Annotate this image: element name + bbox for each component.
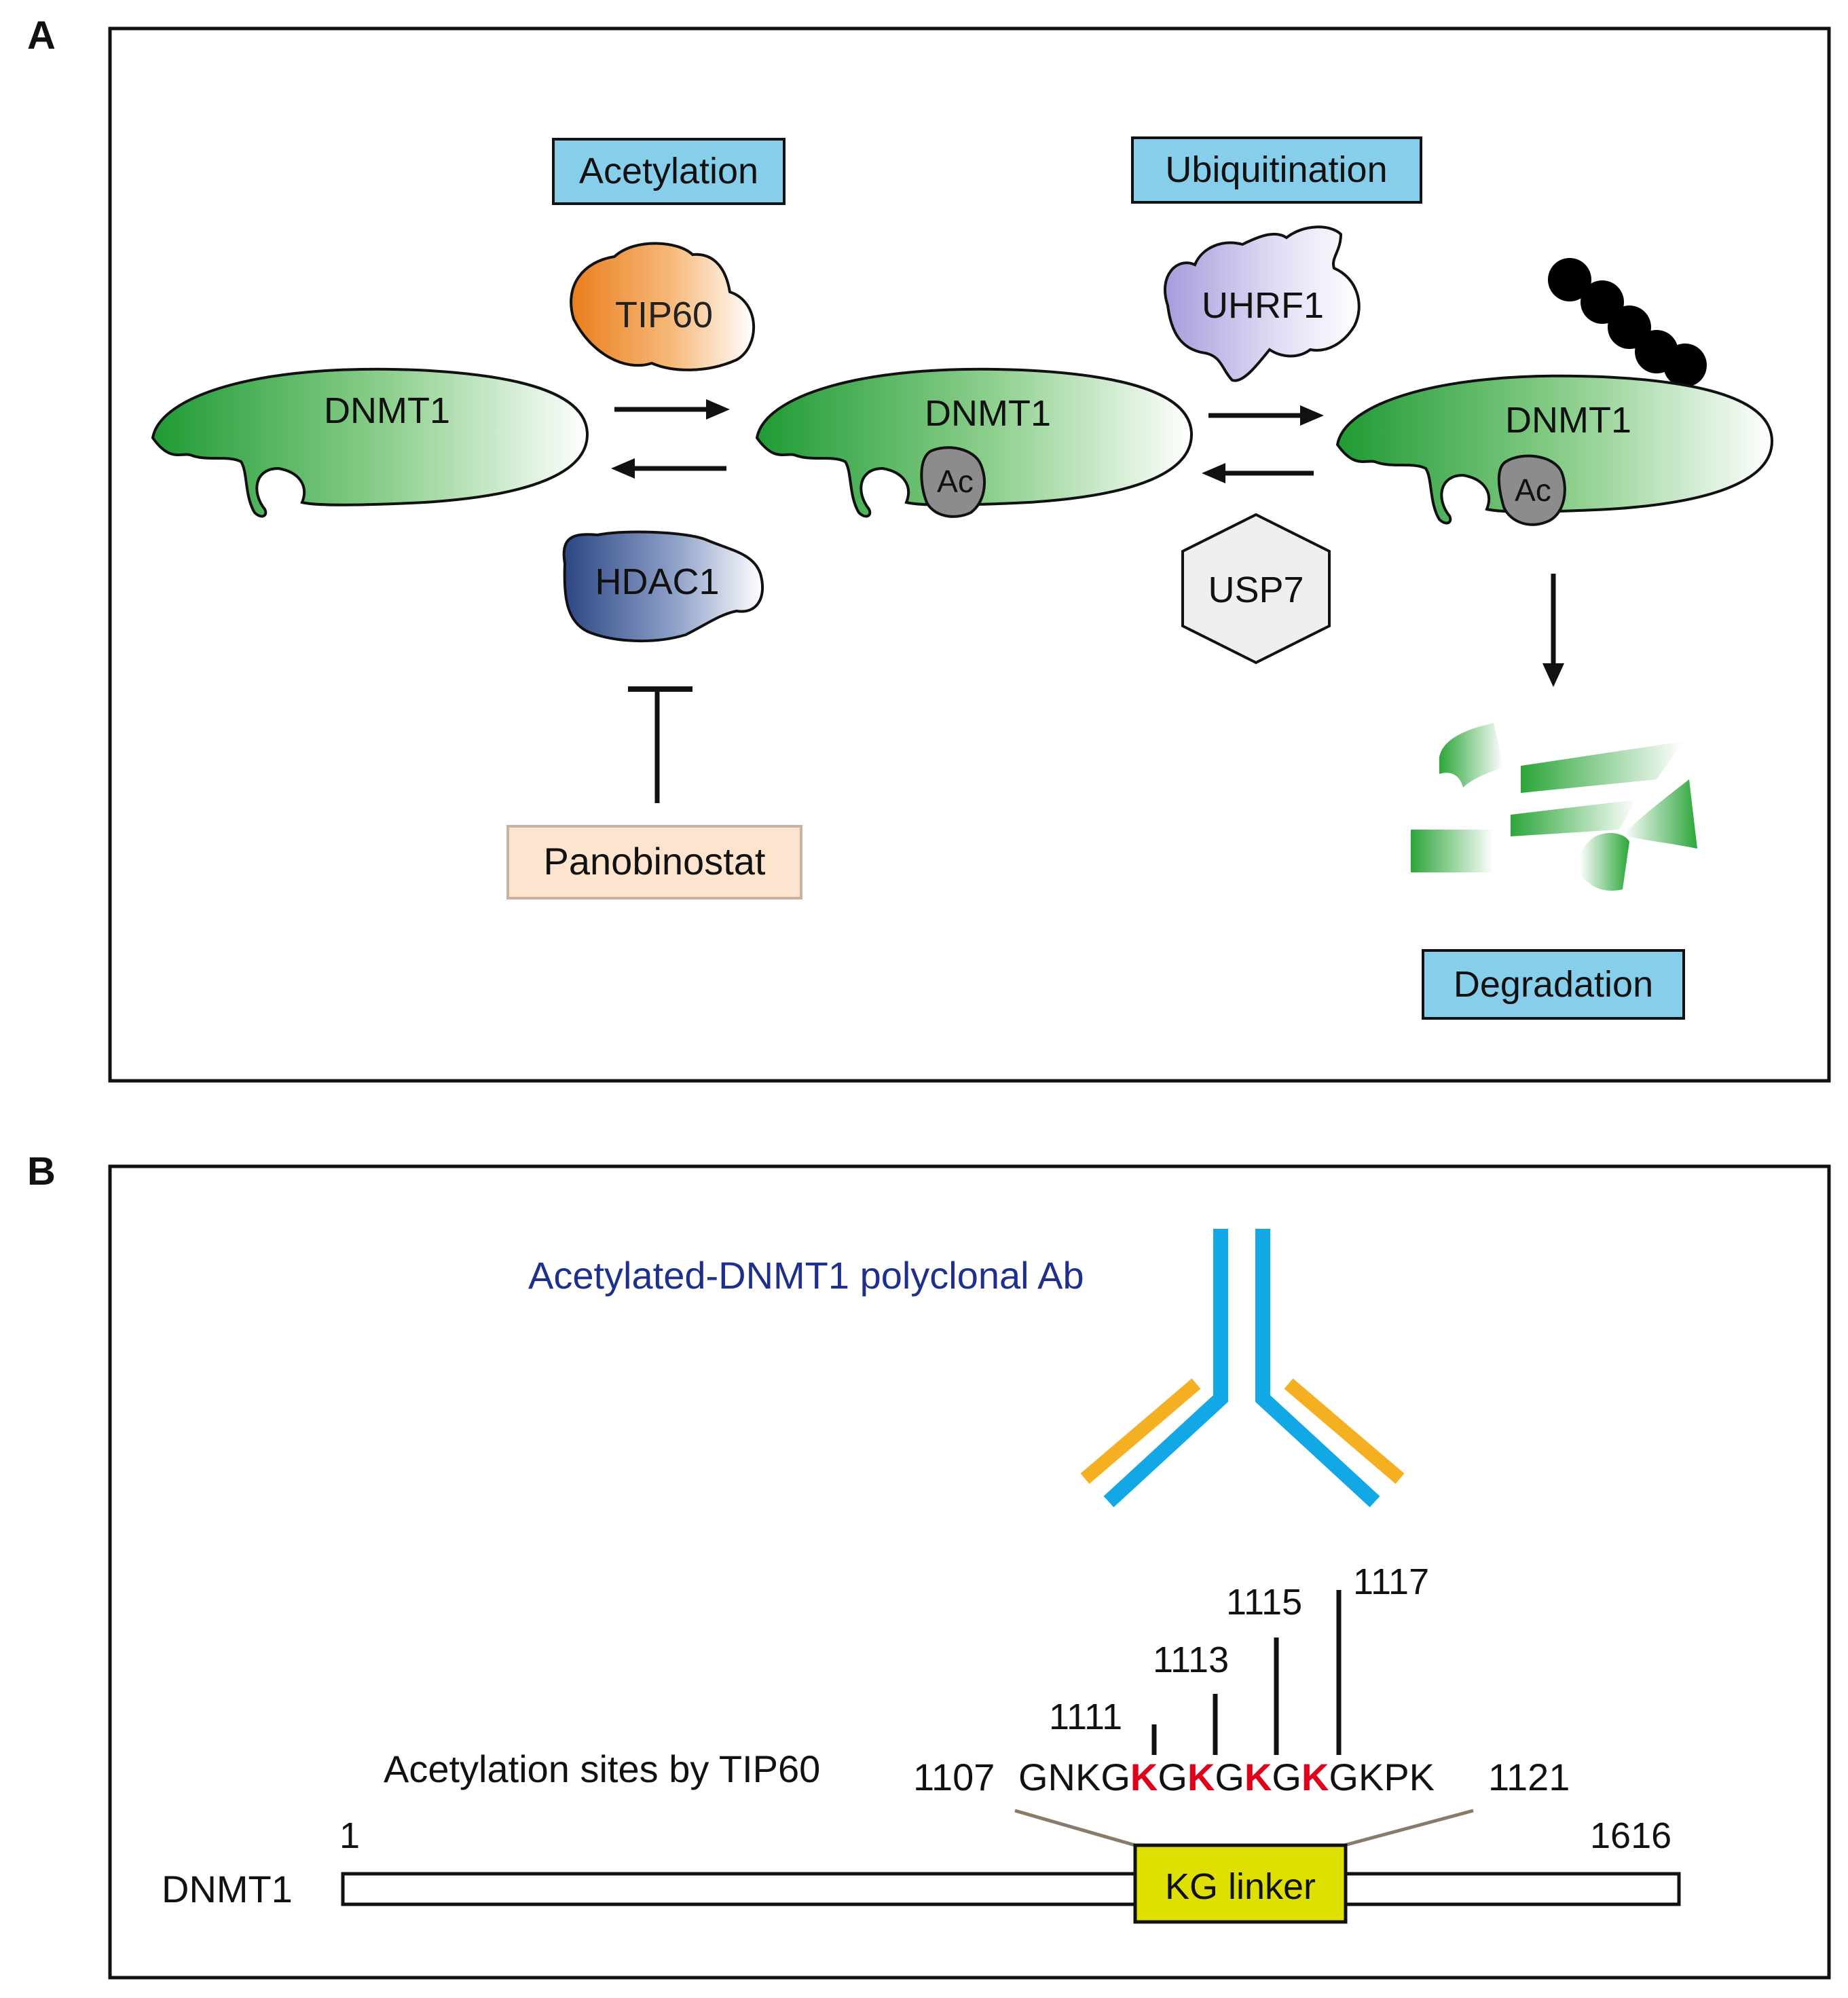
acetyl-group-b-label: Ac	[937, 464, 974, 499]
dnmt1-acetylated-label: DNMT1	[925, 393, 1051, 434]
acetylated-lysine-1111: K	[1130, 1756, 1158, 1798]
panobinostat-label-text: Panobinostat	[544, 840, 766, 883]
panel-b-letter: B	[27, 1149, 56, 1194]
usp7-protein: USP7	[1181, 513, 1331, 665]
panel-b-frame	[108, 1164, 1831, 1980]
degradation-label-text: Degradation	[1454, 964, 1653, 1005]
sequence-segment: GNKG	[1018, 1756, 1130, 1798]
deacetylation-reverse-arrow	[611, 458, 726, 479]
acetylation-forward-arrow	[614, 399, 730, 420]
degraded-fragments	[1411, 723, 1697, 891]
sequence-start: 1107	[913, 1756, 995, 1798]
uhrf1-protein: UHRF1	[1163, 225, 1361, 382]
ubiquitination-forward-arrow	[1208, 405, 1324, 426]
acetylated-lysine-1113: K	[1187, 1756, 1215, 1798]
dnmt1-ubiquitinated: DNMT1 Ac	[1336, 374, 1773, 526]
sequence-segment: G	[1215, 1756, 1244, 1798]
acetylation-site-markers: 1111 1113 1115 1117	[1049, 1561, 1429, 1755]
ubiquitin-chain	[1548, 258, 1707, 387]
dnmt1-protein-name: DNMT1	[162, 1868, 293, 1910]
acetyl-group-c-label: Ac	[1515, 473, 1551, 508]
ubiquitination-label: Ubiquitination	[1131, 136, 1422, 204]
protein-start: 1	[339, 1815, 360, 1856]
panel-a-frame	[108, 26, 1831, 1083]
site-number-1115: 1115	[1226, 1582, 1302, 1623]
panobinostat-inhibition-bar	[628, 686, 692, 803]
antibody-icon	[1080, 1229, 1405, 1508]
panel-a-letter: A	[27, 14, 56, 58]
usp7-label: USP7	[1208, 570, 1304, 610]
acetyl-group-b: Ac	[920, 446, 986, 518]
dnmt1-unmodified: DNMT1	[151, 367, 589, 518]
acetylated-lysine-1117: K	[1301, 1756, 1329, 1798]
acetylation-label-text: Acetylation	[579, 151, 758, 191]
dnmt1-protein-bar	[341, 1872, 1681, 1906]
site-number-1111: 1111	[1049, 1697, 1122, 1737]
linker-zoom-lines	[1014, 1809, 1474, 1847]
dnmt1-unmodified-label: DNMT1	[324, 390, 450, 431]
degradation-label: Degradation	[1422, 949, 1685, 1020]
hdac1-protein: HDAC1	[562, 530, 764, 643]
dnmt1-acetylated: DNMT1 Ac	[756, 367, 1193, 518]
sequence-segment: G	[1158, 1756, 1187, 1798]
site-number-1117: 1117	[1353, 1561, 1429, 1602]
hdac1-label: HDAC1	[595, 561, 719, 602]
acetylation-label: Acetylation	[552, 138, 786, 205]
kg-linker-domain: KG linker	[1133, 1843, 1348, 1924]
antibody-label: Acetylated-DNMT1 polyclonal Ab	[528, 1254, 1084, 1297]
ubiquitination-label-text: Ubiquitination	[1165, 149, 1387, 190]
dnmt1-ubiquitinated-label: DNMT1	[1505, 400, 1631, 441]
tip60-label: TIP60	[615, 295, 713, 335]
kg-linker-label: KG linker	[1165, 1866, 1316, 1907]
deubiquitination-reverse-arrow	[1202, 463, 1314, 483]
acetyl-group-c: Ac	[1497, 454, 1566, 526]
sequence-segment: GKPK	[1329, 1756, 1435, 1798]
degradation-arrow	[1542, 574, 1564, 687]
tip60-protein: TIP60	[570, 242, 756, 371]
acetylation-sites-label: Acetylation sites by TIP60	[384, 1747, 820, 1790]
sequence-segment: G	[1272, 1756, 1301, 1798]
acetylated-lysine-1115: K	[1244, 1756, 1272, 1798]
site-number-1113: 1113	[1153, 1640, 1229, 1680]
uhrf1-label: UHRF1	[1202, 285, 1324, 326]
panobinostat-label: Panobinostat	[506, 825, 802, 900]
peptide-sequence: GNKGKGKGKGKGKPK	[1018, 1756, 1435, 1798]
protein-end: 1616	[1590, 1815, 1671, 1856]
sequence-end: 1121	[1488, 1756, 1570, 1798]
